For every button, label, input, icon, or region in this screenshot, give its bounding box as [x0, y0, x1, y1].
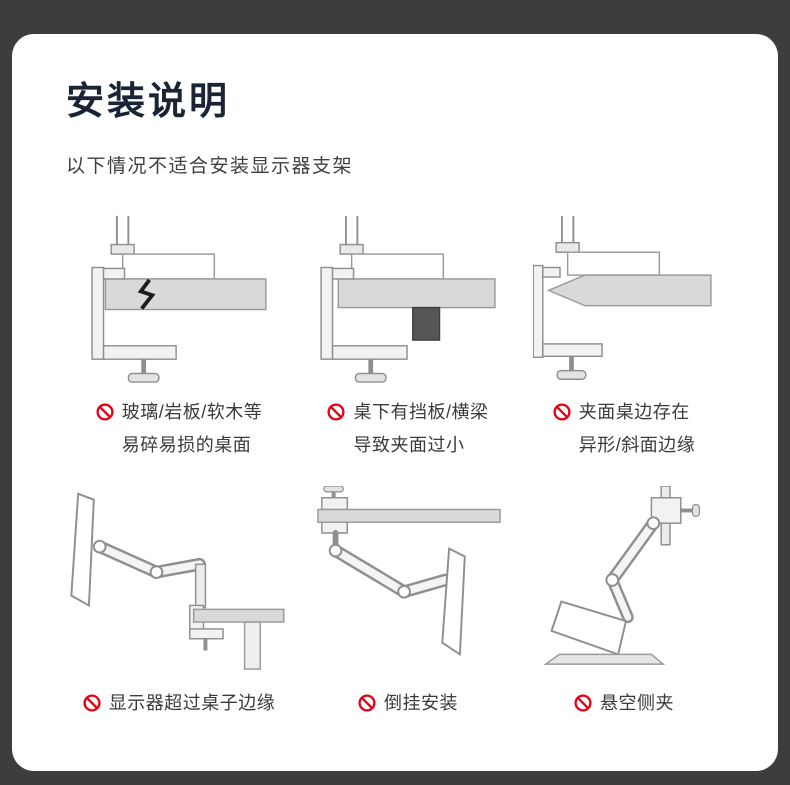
monitor-pole	[115, 215, 130, 247]
warning-caption: 倒挂安装	[358, 687, 458, 720]
illustration-area	[317, 208, 499, 384]
desk-clamp	[320, 266, 408, 383]
floating-side-clamp-illustration	[543, 485, 700, 665]
fragile-desktop-illustration	[91, 215, 267, 383]
monitor-panel	[441, 546, 466, 656]
inverted-clamp	[321, 485, 349, 534]
warning-item: 夹面桌边存在 异形/斜面边缘	[524, 208, 724, 463]
warning-item: 悬空侧夹	[524, 483, 724, 720]
monitor-panel	[70, 492, 95, 607]
illustration-area	[533, 208, 715, 384]
warning-caption: 显示器超过桌子边缘	[83, 687, 276, 720]
monitor-arm	[605, 515, 661, 623]
warning-text-line1: 显示器超过桌子边缘	[108, 692, 276, 713]
warning-item: 玻璃/岩板/软木等 易碎易损的桌面	[66, 208, 292, 463]
warning-text-line2: 异形/斜面边缘	[578, 435, 696, 456]
prohibition-icon	[574, 694, 592, 712]
warning-text-line2: 导致夹面过小	[353, 435, 465, 456]
monitor-beyond-edge-illustration	[70, 492, 285, 670]
desk-slab	[337, 278, 496, 309]
illustration-area	[310, 483, 506, 675]
monitor-panel	[550, 599, 628, 656]
warning-text-line1: 悬空侧夹	[600, 692, 674, 713]
desk-clamp	[533, 264, 603, 380]
desk-slab	[104, 278, 267, 311]
illustration-area	[88, 208, 270, 384]
prohibition-icon	[327, 403, 346, 421]
warning-text-line1: 玻璃/岩板/软木等	[121, 402, 263, 422]
monitor-pole	[560, 215, 575, 245]
desk-slab	[192, 608, 285, 623]
content-card: 安装说明 以下情况不适合安装显示器支架	[12, 34, 778, 771]
prohibition-icon	[96, 403, 114, 421]
arm-pole	[194, 563, 207, 608]
desk-clamp	[91, 266, 177, 383]
baffle-under-desk-illustration	[320, 215, 496, 383]
upside-down-mount-illustration	[317, 485, 501, 656]
prohibition-icon	[83, 694, 101, 712]
prohibition-icon	[553, 403, 571, 421]
warning-caption: 夹面桌边存在 异形/斜面边缘	[553, 396, 696, 463]
crack-mark	[137, 278, 156, 310]
page-title: 安装说明	[66, 81, 231, 123]
warning-item: 倒挂安装	[308, 483, 508, 720]
monitor-pole	[344, 215, 359, 247]
warning-item: 桌下有挡板/横梁 导致夹面过小	[308, 208, 508, 463]
warning-item: 显示器超过桌子边缘	[66, 483, 292, 720]
irregular-edge-illustration	[533, 215, 712, 380]
illustration-area	[66, 483, 292, 675]
warning-caption: 玻璃/岩板/软木等 易碎易损的桌面	[96, 396, 263, 463]
monitor-arm	[328, 529, 452, 599]
base-plate	[543, 653, 666, 665]
warning-text-line1: 夹面桌边存在	[578, 402, 690, 422]
prohibition-icon	[358, 694, 376, 712]
beveled-desk-slab	[546, 274, 712, 307]
illustration-area	[526, 483, 722, 675]
mounting-bar	[317, 508, 501, 523]
page-subtitle: 以下情况不适合安装显示器支架	[66, 156, 354, 177]
warning-text-line2: 易碎易损的桌面	[121, 435, 252, 456]
baffle-block	[412, 306, 441, 341]
warning-caption: 悬空侧夹	[574, 687, 674, 720]
warning-text-line1: 桌下有挡板/横梁	[353, 402, 489, 422]
warning-text-line1: 倒挂安装	[384, 692, 458, 713]
warning-caption: 桌下有挡板/横梁 导致夹面过小	[327, 396, 488, 463]
monitor-arm	[92, 539, 206, 579]
warning-grid: 玻璃/岩板/软木等 易碎易损的桌面	[66, 208, 724, 720]
desk-leg	[243, 620, 261, 670]
